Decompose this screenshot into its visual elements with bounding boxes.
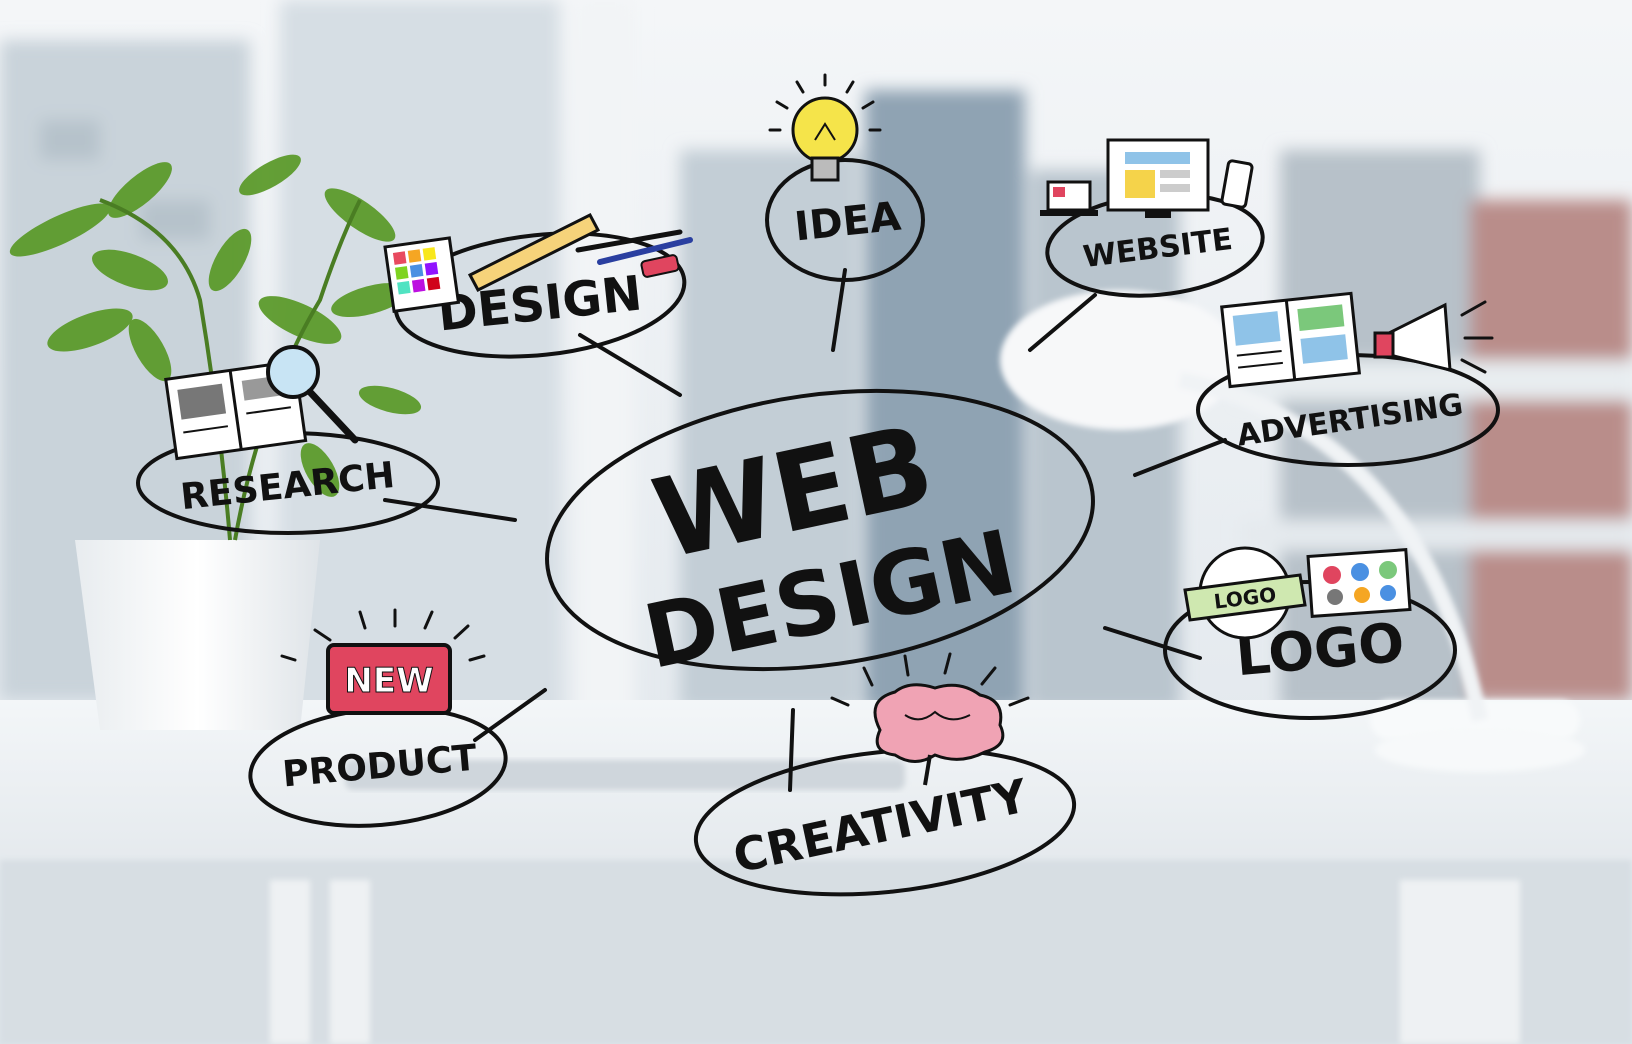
center-bubble (545, 388, 1095, 672)
logo-badge-icon: LOGO (1183, 546, 1307, 640)
new-badge-text: NEW (344, 661, 433, 701)
connector-website (1028, 293, 1097, 352)
connector-research (383, 498, 517, 522)
connector-product (473, 688, 547, 742)
color-palette-icon (383, 236, 461, 314)
connector-design (578, 333, 682, 397)
advertising-label: ADVERTISING (1235, 387, 1465, 453)
research-label: RESEARCH (179, 455, 397, 518)
logo-sheet-icon (1306, 548, 1412, 618)
creativity-label: CREATIVITY (729, 768, 1033, 883)
new-badge-icon: NEW (280, 608, 486, 715)
connector-idea (831, 268, 847, 352)
connector-advertising (1133, 438, 1227, 477)
idea-bubble (765, 158, 925, 282)
light-bulb-icon (768, 73, 882, 182)
pencil-icon (467, 213, 693, 292)
design-label: DESIGN (435, 265, 644, 342)
megaphone-icon (1373, 300, 1494, 374)
website-label: WEBSITE (1081, 222, 1234, 275)
creativity-bubble (693, 747, 1077, 897)
product-label: PRODUCT (281, 738, 479, 796)
magnifying-glass-icon (266, 345, 359, 444)
newspaper-icon (1220, 291, 1361, 389)
connector-creativity (788, 708, 795, 792)
brain-icon (830, 652, 1030, 786)
connector-logo (1103, 626, 1202, 660)
idea-label: IDEA (792, 194, 903, 251)
website-devices-icon (1040, 138, 1254, 218)
